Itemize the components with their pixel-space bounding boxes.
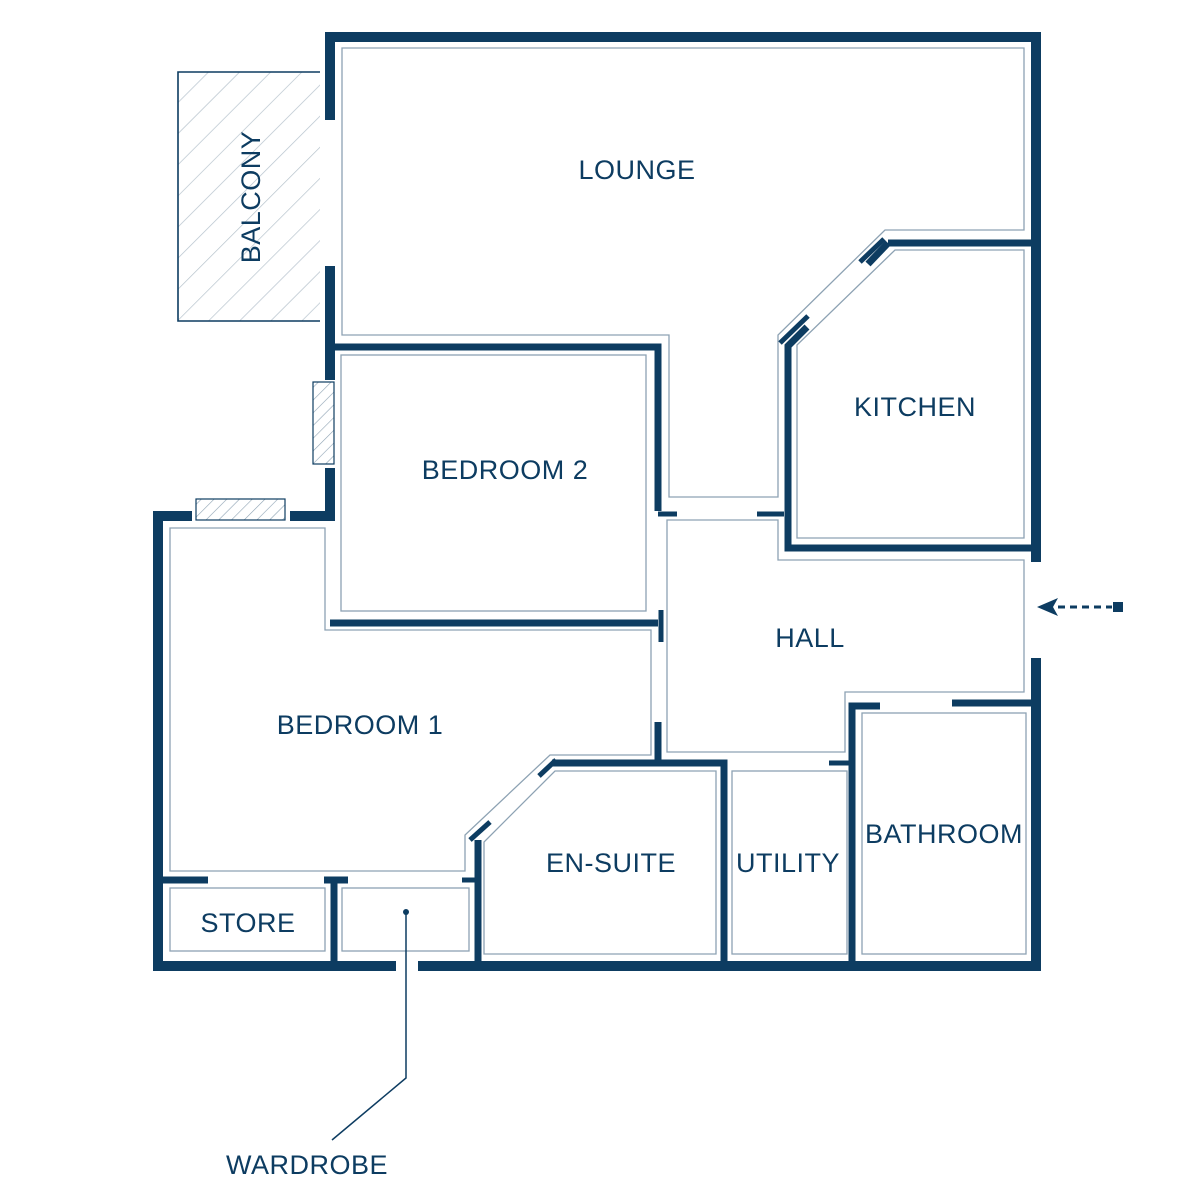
inner-outlines (169, 47, 1027, 955)
room-label-utility: UTILITY (736, 848, 840, 878)
room-label-kitchen: KITCHEN (854, 392, 976, 422)
window-bedroom1 (195, 498, 286, 521)
walls (153, 32, 1041, 971)
room-label-wardrobe: WARDROBE (226, 1150, 388, 1180)
balcony (177, 71, 320, 322)
room-label-ensuite: EN-SUITE (546, 848, 676, 878)
window-bedroom2 (312, 381, 335, 465)
room-label-bedroom1: BEDROOM 1 (277, 710, 444, 740)
room-label-bathroom: BATHROOM (865, 819, 1023, 849)
room-label-bedroom2: BEDROOM 2 (422, 455, 589, 485)
room-label-hall: HALL (775, 623, 845, 653)
wardrobe-leader (331, 909, 409, 1141)
room-label-lounge: LOUNGE (578, 155, 695, 185)
entrance-arrow-icon (1037, 598, 1123, 616)
room-label-store: STORE (200, 908, 295, 938)
room-label-balcony: BALCONY (236, 131, 266, 264)
